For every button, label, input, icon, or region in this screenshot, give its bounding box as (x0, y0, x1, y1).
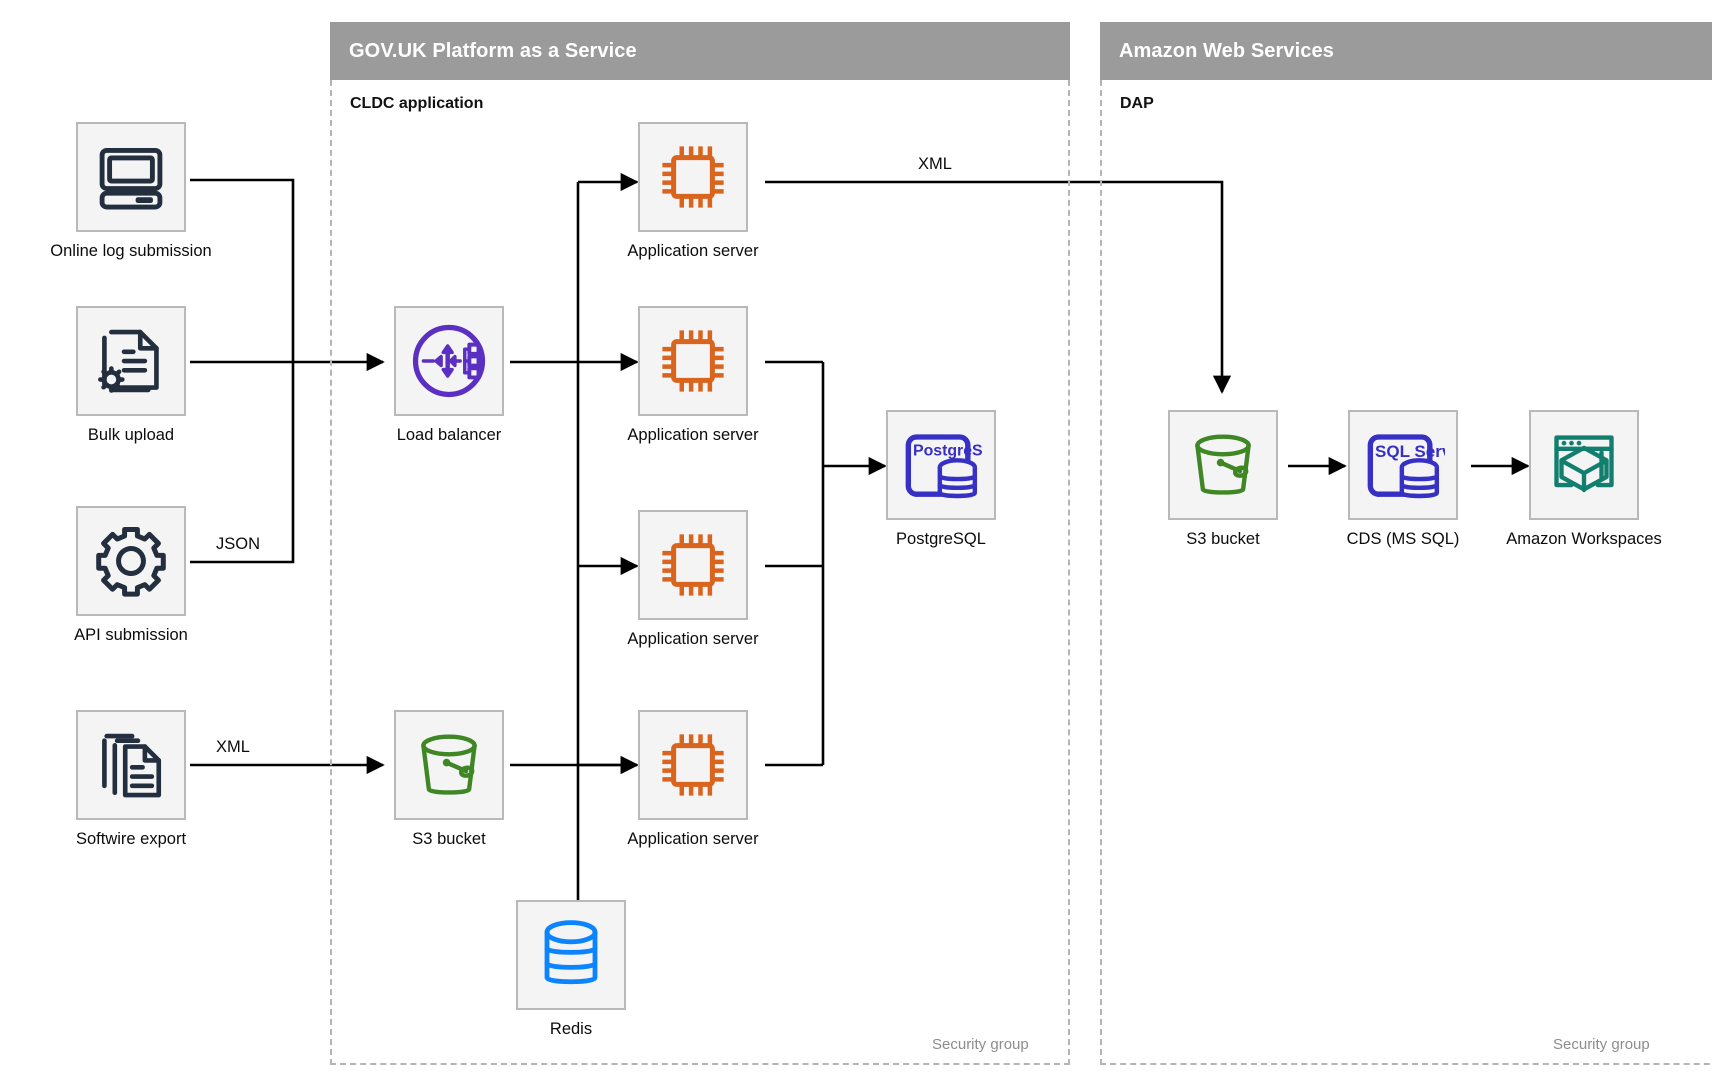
node-redis[interactable]: Redis (516, 900, 626, 1038)
node-app-server-4[interactable]: Application server (627, 710, 759, 848)
node-label: PostgreSQL (896, 530, 986, 548)
node-tile: PostgreSQL (886, 410, 996, 520)
node-label: Load balancer (396, 426, 502, 444)
node-label: Application server (627, 630, 759, 648)
cpu-chip-icon (662, 146, 724, 208)
postgresql-icon: PostgreSQL (905, 434, 983, 499)
node-app-server-2[interactable]: Application server (627, 306, 759, 444)
node-tile (516, 900, 626, 1010)
security-group-label-aws: Security group (1553, 1036, 1650, 1053)
node-tile (394, 710, 504, 820)
node-softwire-export[interactable]: Softwire export (76, 710, 186, 848)
node-label: S3 bucket (412, 830, 486, 848)
node-tile (638, 122, 748, 232)
sql-server-icon: SQL Server (1367, 434, 1445, 499)
node-label: Redis (549, 1020, 593, 1038)
sql-server-badge-text: SQL Server (1375, 442, 1445, 461)
node-app-server-3[interactable]: Application server (627, 510, 759, 648)
cpu-chip-icon (662, 734, 724, 796)
node-label: CDS (MS SQL) (1346, 530, 1460, 548)
bucket-icon (421, 734, 477, 795)
edge-label-json: JSON (216, 535, 261, 553)
edge-label-xml-out: XML (918, 155, 952, 173)
node-label: Application server (627, 426, 759, 444)
document-gear-icon (98, 329, 159, 393)
node-label: Application server (627, 242, 759, 260)
node-label: Application server (627, 830, 759, 848)
region-label-dap: DAP (1120, 95, 1154, 112)
group-header-aws: Amazon Web Services (1100, 22, 1712, 80)
node-tile (1168, 410, 1278, 520)
node-tile (638, 710, 748, 820)
node-label: API submission (74, 626, 188, 644)
cpu-chip-icon (662, 330, 724, 392)
node-bulk-upload[interactable]: Bulk upload (76, 306, 186, 444)
database-cylinder-icon (544, 920, 598, 985)
node-tile (638, 510, 748, 620)
node-label: Amazon Workspaces (1506, 530, 1662, 548)
desktop-computer-icon (99, 147, 163, 210)
node-label: S3 bucket (1186, 530, 1260, 548)
node-tile (76, 306, 186, 416)
node-paas-s3-bucket[interactable]: S3 bucket (394, 710, 504, 848)
postgresql-badge-text: PostgreSQL (913, 443, 983, 460)
load-balancer-icon (412, 324, 486, 398)
security-group-label-govuk-paas: Security group (932, 1036, 1029, 1053)
node-aws-s3-bucket[interactable]: S3 bucket (1168, 410, 1278, 548)
edge-label-xml-in: XML (216, 738, 250, 756)
node-tile (638, 306, 748, 416)
cpu-chip-icon (662, 534, 724, 596)
gear-icon (96, 527, 166, 597)
node-online-log-submission[interactable]: Online log submission (50, 122, 212, 260)
node-load-balancer[interactable]: Load balancer (394, 306, 504, 444)
workspaces-cube-icon (1554, 435, 1614, 493)
node-tile (1529, 410, 1639, 520)
node-amazon-workspaces[interactable]: Amazon Workspaces (1506, 410, 1662, 548)
document-stack-icon (102, 733, 162, 798)
node-label: Online log submission (50, 242, 212, 260)
node-tile (76, 710, 186, 820)
node-label: Bulk upload (87, 426, 175, 444)
node-tile (76, 506, 186, 616)
node-tile (76, 122, 186, 232)
security-group-region-govuk-paas (330, 80, 1070, 1065)
node-app-server-1[interactable]: Application server (627, 122, 759, 260)
security-group-region-aws (1100, 80, 1712, 1065)
region-label-cldc-application: CLDC application (350, 95, 484, 112)
node-tile (394, 306, 504, 416)
node-api-submission[interactable]: API submission (74, 506, 188, 644)
node-postgresql[interactable]: PostgreSQL PostgreSQL (886, 410, 996, 548)
group-title-govuk-paas: GOV.UK Platform as a Service (349, 39, 637, 62)
group-title-aws: Amazon Web Services (1119, 39, 1334, 62)
bucket-icon (1195, 434, 1251, 495)
node-label: Softwire export (75, 830, 187, 848)
node-cds-ms-sql[interactable]: SQL Server CDS (MS SQL) (1347, 410, 1459, 548)
node-tile: SQL Server (1348, 410, 1458, 520)
group-header-govuk-paas: GOV.UK Platform as a Service (330, 22, 1070, 80)
